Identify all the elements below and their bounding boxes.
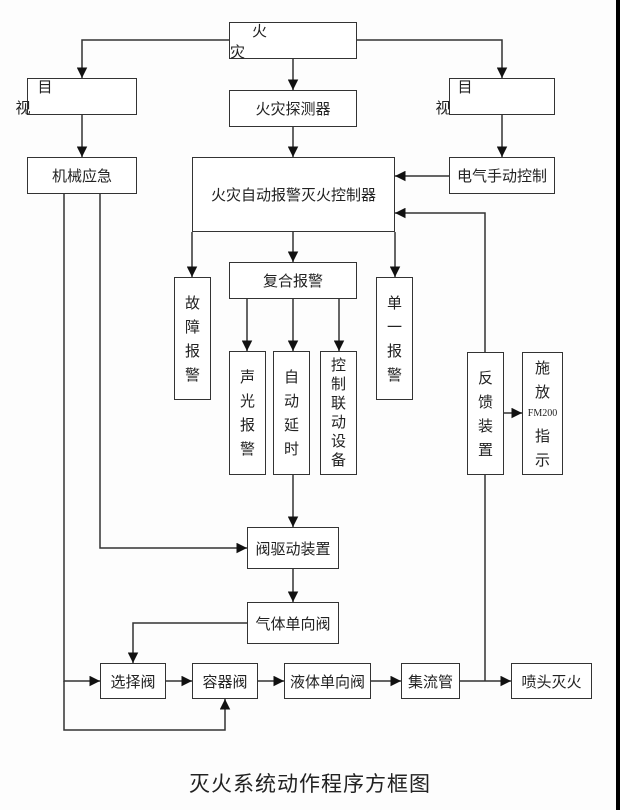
- char: 报: [239, 416, 255, 434]
- node-auto-delay: 自 动 延 时: [273, 351, 310, 475]
- node-fire: 火 灾: [229, 21, 357, 61]
- char: 设: [330, 432, 346, 450]
- node-controller-label: 火灾自动报警灭火控制器: [210, 186, 376, 204]
- node-container-valve: 容器阀: [192, 663, 258, 699]
- char: 报: [386, 341, 402, 360]
- node-liquid-check-valve-label: 液体单向阀: [289, 672, 365, 691]
- node-sound-light-alarm: 声 光 报 警: [229, 351, 266, 475]
- node-gas-check-valve: 气体单向阀: [247, 602, 339, 644]
- node-visual-right-label: 目 视: [435, 77, 569, 117]
- node-detector: 火灾探测器: [229, 90, 357, 127]
- node-valve-driver-label: 阀驱动装置: [255, 539, 331, 558]
- char: 单: [386, 293, 402, 312]
- char: 联: [330, 394, 346, 412]
- node-release-indicator: 施 放 FM200 指 示: [522, 352, 563, 475]
- node-detector-label: 火灾探测器: [255, 100, 331, 118]
- edge-fire-to-visual-right: [357, 39, 508, 78]
- char: 报: [184, 341, 200, 360]
- node-mechanical-emergency: 机械应急: [27, 157, 137, 194]
- node-valve-driver: 阀驱动装置: [247, 527, 339, 569]
- edge-fire-to-visual-left: [76, 39, 229, 78]
- char: 放: [534, 382, 550, 401]
- char: 延: [283, 416, 299, 434]
- char: 自: [283, 368, 299, 386]
- char: 警: [239, 440, 255, 458]
- node-gas-check-valve-label: 气体单向阀: [255, 614, 331, 633]
- char: 施: [534, 358, 550, 377]
- char: 警: [386, 365, 402, 384]
- node-visual-left: 目 视: [16, 78, 137, 117]
- node-composite-alarm: 复合报警: [229, 262, 357, 299]
- edge-mechanical-to-valve-driver: [99, 194, 247, 554]
- char: 故: [184, 293, 200, 312]
- node-visual-right: 目 视: [436, 78, 555, 117]
- node-nozzle-label: 喷头灭火: [521, 672, 582, 691]
- node-container-valve-label: 容器阀: [202, 672, 248, 691]
- node-nozzle: 喷头灭火: [511, 663, 592, 699]
- char: 置: [477, 440, 493, 459]
- image-border-strip: [616, 0, 620, 810]
- char: 警: [184, 365, 200, 384]
- node-liquid-check-valve: 液体单向阀: [284, 663, 371, 699]
- char: 障: [184, 317, 200, 336]
- fm200-label: FM200: [527, 407, 558, 419]
- edge-feedback-to-controller: [395, 207, 486, 352]
- node-electric-manual: 电气手动控制: [449, 157, 555, 194]
- char: 动: [330, 413, 346, 431]
- char: 光: [239, 392, 255, 410]
- node-electric-manual-label: 电气手动控制: [456, 167, 547, 185]
- node-control-linkage: 控 制 联 动 设 备: [320, 351, 357, 475]
- diagram-title: 灭火系统动作程序方框图: [189, 772, 431, 796]
- char: 制: [330, 375, 346, 393]
- node-feedback-device: 反 馈 装 置: [467, 352, 504, 475]
- node-selector-valve-label: 选择阀: [110, 672, 156, 691]
- char: 反: [477, 368, 493, 387]
- char: 控: [330, 356, 346, 374]
- node-controller: 火灾自动报警灭火控制器: [192, 157, 395, 232]
- char: 备: [330, 451, 346, 469]
- char: 装: [477, 416, 493, 435]
- node-manifold: 集流管: [401, 663, 460, 699]
- char: 动: [283, 392, 299, 410]
- char: 馈: [477, 392, 493, 411]
- node-composite-alarm-label: 复合报警: [262, 272, 323, 290]
- edge-gas-check-to-selector: [127, 622, 247, 663]
- node-single-alarm: 单 一 报 警: [376, 277, 413, 400]
- node-fire-label: 火 灾: [230, 21, 327, 61]
- char: 指: [534, 426, 550, 445]
- char: 一: [386, 317, 402, 336]
- edge-mechanical-to-selector: [63, 194, 100, 687]
- char: 声: [239, 368, 255, 386]
- char: 时: [283, 440, 299, 458]
- char: 示: [534, 450, 550, 469]
- node-mechanical-emergency-label: 机械应急: [51, 167, 112, 185]
- node-fault-alarm: 故 障 报 警: [174, 277, 211, 400]
- node-selector-valve: 选择阀: [100, 663, 166, 699]
- node-manifold-label: 集流管: [407, 672, 453, 691]
- edge-mechanical-to-container: [63, 681, 231, 731]
- node-visual-left-label: 目 视: [15, 77, 149, 117]
